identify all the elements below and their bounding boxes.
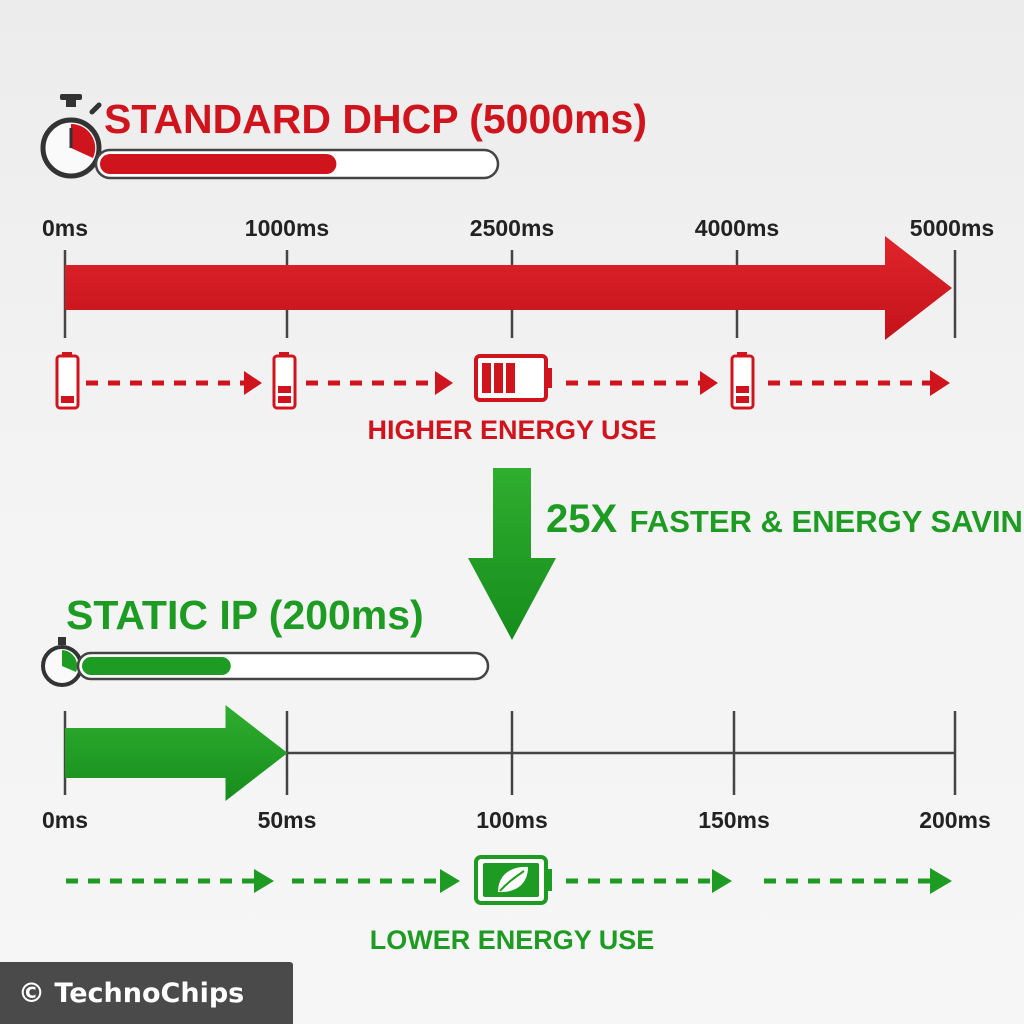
comparison-caption: FASTER & ENERGY SAVING (630, 504, 1024, 539)
static-ip-progress-fill (82, 657, 231, 675)
dhcp-energy-flow (86, 370, 950, 396)
dhcp-stopwatch-icon (40, 94, 102, 179)
dhcp-progress-fill (100, 154, 337, 174)
battery-medium-icon-2 (730, 352, 755, 410)
dhcp-tick-labels: 0ms 1000ms 2500ms 4000ms 5000ms (42, 215, 994, 241)
static-ip-tick-label: 150ms (698, 807, 770, 833)
static-ip-tick-label: 200ms (919, 807, 991, 833)
static-ip-tick-label: 0ms (42, 807, 88, 833)
arrow-down-icon (468, 468, 556, 640)
battery-leaf-icon (474, 855, 552, 905)
static-ip-energy-flow (66, 868, 952, 894)
dhcp-title: STANDARD DHCP (5000ms) (104, 96, 647, 142)
static-ip-tick-label: 50ms (258, 807, 317, 833)
static-ip-stopwatch-icon (41, 637, 83, 687)
dhcp-energy-label: HIGHER ENERGY USE (367, 415, 656, 445)
dhcp-duration-arrow (65, 236, 952, 340)
dhcp-tick-label: 4000ms (695, 215, 779, 241)
static-ip-tick-label: 100ms (476, 807, 548, 833)
dhcp-tick-label: 1000ms (245, 215, 329, 241)
static-ip-progress-bar (76, 651, 490, 681)
static-ip-duration-arrow (65, 705, 288, 801)
comparison-text: 25X FASTER & ENERGY SAVING (546, 497, 1024, 541)
dhcp-progress-bar (94, 148, 500, 180)
static-ip-title: STATIC IP (200ms) (66, 592, 424, 638)
battery-low-icon (55, 352, 80, 410)
watermark-badge: © TechnoChips (0, 962, 293, 1024)
static-ip-tick-labels: 0ms 50ms 100ms 150ms 200ms (42, 807, 991, 833)
battery-medium-icon (272, 352, 297, 410)
dhcp-tick-label: 5000ms (910, 215, 994, 241)
dhcp-tick-label: 2500ms (470, 215, 554, 241)
battery-high-drain-icon (474, 354, 552, 402)
comparison-multiplier: 25X (546, 497, 617, 541)
static-ip-energy-label: LOWER ENERGY USE (370, 925, 655, 955)
dhcp-tick-label: 0ms (42, 215, 88, 241)
